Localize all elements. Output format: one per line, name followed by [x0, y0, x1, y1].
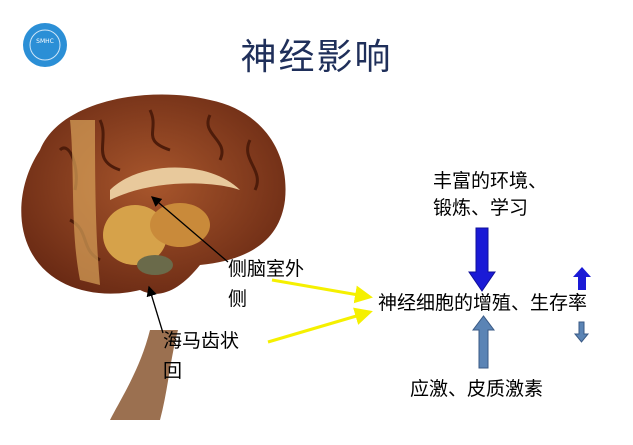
brain-illustration	[21, 94, 286, 420]
negative-factors: 应激、皮质激素	[410, 378, 544, 400]
pointer-arrow-dentate	[146, 285, 164, 334]
logo-icon: SMHC	[23, 23, 67, 67]
positive-factors: 丰富的环境、锻炼、学习	[433, 170, 548, 219]
outcome-text: 神经细胞的增殖、生存率	[378, 292, 588, 314]
increase-arrow-icon	[573, 267, 591, 290]
yellow-arrow-2	[267, 307, 373, 344]
label-lateral-ventricle: 侧脑室外侧	[228, 258, 305, 310]
pointer-arrow-ventricle	[151, 196, 229, 263]
up-arrow-negative	[472, 315, 495, 369]
down-arrow-positive	[468, 227, 496, 292]
page-title: 神经影响	[240, 37, 393, 78]
yellow-arrow-1	[271, 278, 373, 304]
svg-text:SMHC: SMHC	[36, 38, 54, 45]
decrease-arrow-icon	[573, 321, 590, 343]
label-dentate-gyrus: 海马齿状回	[163, 330, 240, 382]
